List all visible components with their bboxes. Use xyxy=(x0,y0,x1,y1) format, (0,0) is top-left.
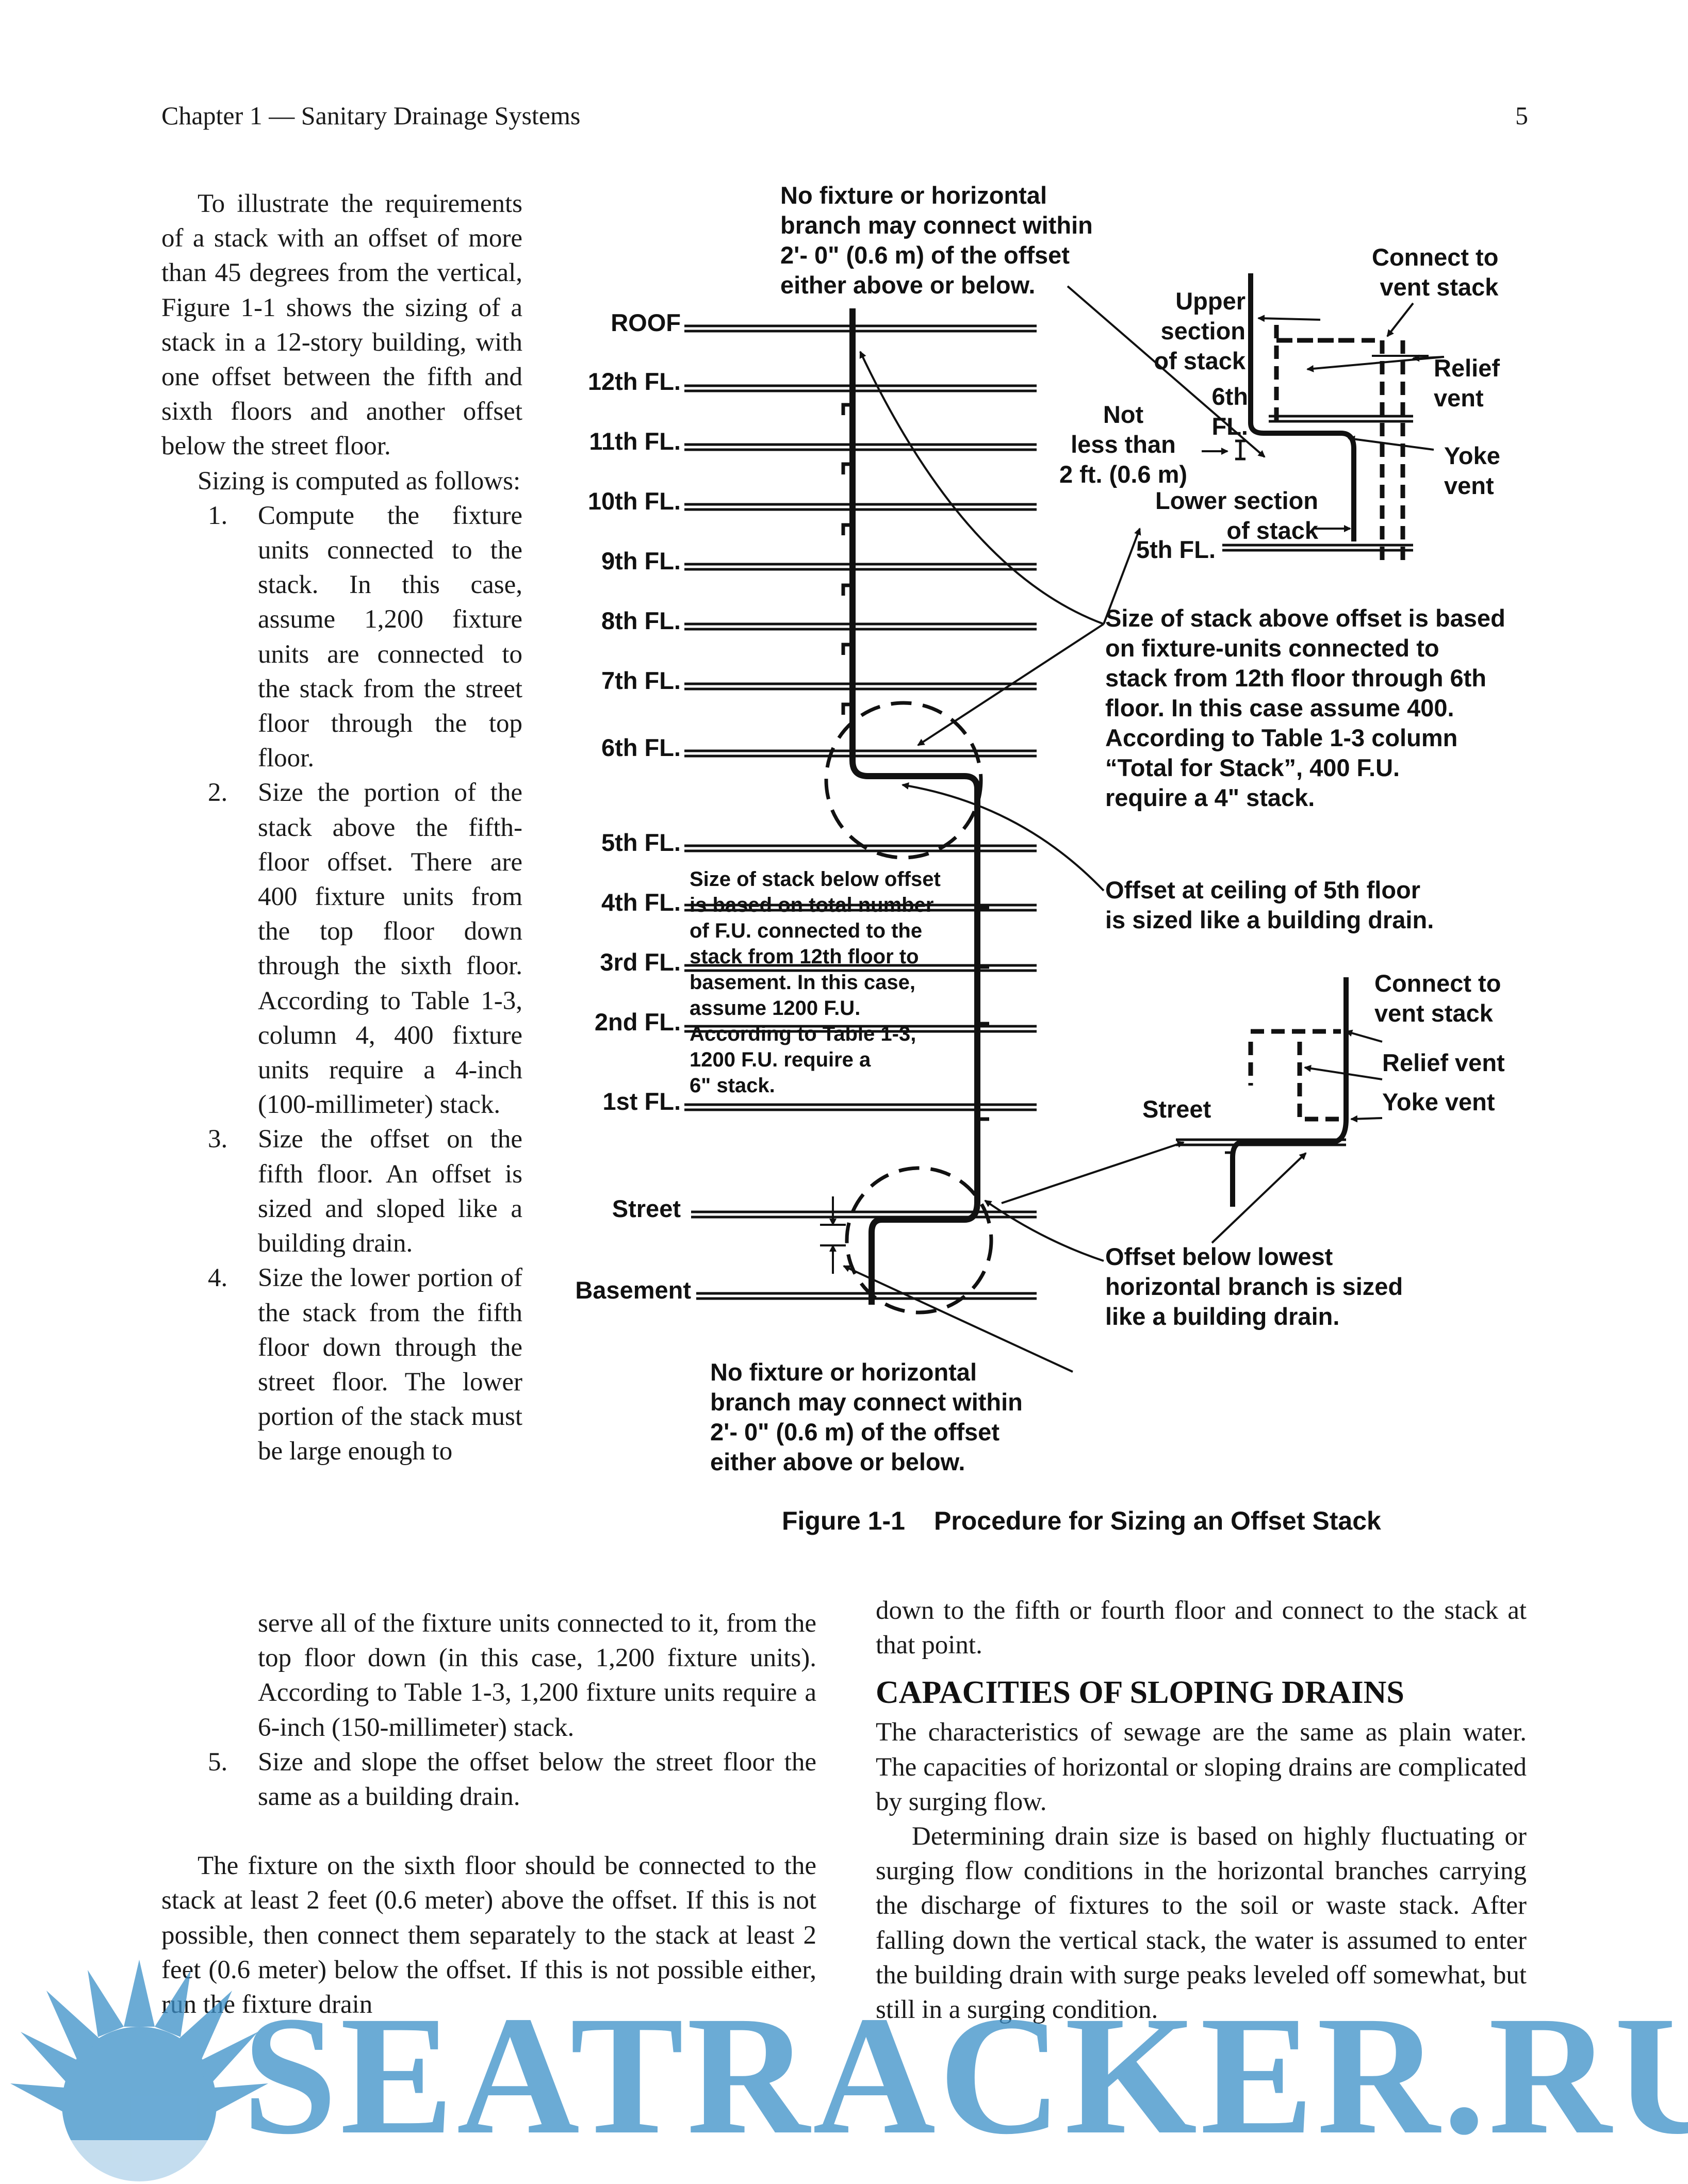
list-item: 3.Size the offset on the fifth floor. An… xyxy=(208,1125,522,1258)
floor-label: 5th FL. xyxy=(601,829,681,856)
lower-yoke-label: Yoke vent xyxy=(1382,1088,1495,1115)
list-item: 4.Size the lower portion of the stack fr… xyxy=(208,1263,522,1466)
floor-label: 4th FL. xyxy=(601,889,681,916)
floor-label: 10th FL. xyxy=(587,487,681,515)
floor-label: 7th FL. xyxy=(601,667,681,694)
floor-label: ROOF xyxy=(611,309,681,336)
intro-paragraph: To illustrate the requirements of a stac… xyxy=(161,189,522,461)
list-item: 5.Size and slope the offset below the st… xyxy=(208,1747,816,1812)
watermark-text: SEATRACKER.RU xyxy=(242,1981,1688,2170)
floor-label: Street xyxy=(612,1195,681,1222)
floor-label: 9th FL. xyxy=(601,547,681,574)
section-heading: CAPACITIES OF SLOPING DRAINS xyxy=(876,1675,1404,1711)
leader-arrows xyxy=(843,285,1307,1373)
floor-label: 2nd FL. xyxy=(594,1008,681,1036)
floor-lines xyxy=(684,324,1037,1300)
section-paragraph-2: Determining drain size is based on highl… xyxy=(876,1822,1527,2025)
figure-title: Procedure for Sizing an Offset Stack xyxy=(933,1506,1381,1535)
left-column-text: To illustrate the requirements of a stac… xyxy=(161,187,522,1469)
main-stack xyxy=(849,308,980,1305)
closing-paragraph: The fixture on the sixth floor should be… xyxy=(161,1851,816,2019)
branch-hooks xyxy=(841,403,989,1121)
right-column-text: down to the fifth or fourth floor and co… xyxy=(876,1594,1527,2027)
floor-label: 8th FL. xyxy=(601,607,681,634)
clearance-mark xyxy=(820,1196,846,1274)
floor-label: 11th FL. xyxy=(589,428,681,455)
step-4-continuation: serve all of the fixture units connected… xyxy=(258,1609,816,1742)
figure-caption: Figure 1-1 Procedure for Sizing an Offset… xyxy=(782,1506,1381,1536)
sizing-lead: Sizing is computed as follows: xyxy=(198,466,521,496)
lower-street-label: Street xyxy=(1142,1095,1211,1123)
upper-detail xyxy=(1202,273,1445,562)
floor-label: Basement xyxy=(575,1276,691,1304)
figure-number: Figure 1-1 xyxy=(782,1506,905,1535)
lower-detail xyxy=(1176,977,1383,1207)
offset-stack-figure: ROOF 12th FL. 11th FL. 10th FL. 9th FL. … xyxy=(557,170,1588,1511)
closing-paragraph-continued: down to the fifth or fourth floor and co… xyxy=(876,1596,1527,1660)
floor-label: 3rd FL. xyxy=(600,948,681,976)
floor-label: 6th FL. xyxy=(601,734,681,761)
stack-diagram xyxy=(684,273,1445,1373)
upper-5th-label: 5th FL. xyxy=(1136,536,1216,563)
left-column-continuation: serve all of the fixture units connected… xyxy=(161,1606,816,2022)
offset-circles xyxy=(824,701,993,1315)
lower-relief-label: Relief vent xyxy=(1382,1049,1505,1076)
steps-list: 1.Compute the fixture units connected to… xyxy=(161,499,522,1469)
section-paragraph-1: The characteristics of sewage are the sa… xyxy=(876,1718,1527,1816)
list-item: 1.Compute the fixture units connected to… xyxy=(208,501,522,773)
steps-list-cont: 5.Size and slope the offset below the st… xyxy=(161,1745,816,1814)
page-number: 5 xyxy=(1515,101,1528,130)
sun-logo-watermark xyxy=(0,1960,278,2184)
list-item: 2.Size the portion of the stack above th… xyxy=(208,778,522,1120)
running-head-chapter: Chapter 1 — Sanitary Drainage Systems xyxy=(161,101,581,130)
floor-label: 1st FL. xyxy=(602,1088,681,1115)
floor-label: 12th FL. xyxy=(587,368,681,395)
